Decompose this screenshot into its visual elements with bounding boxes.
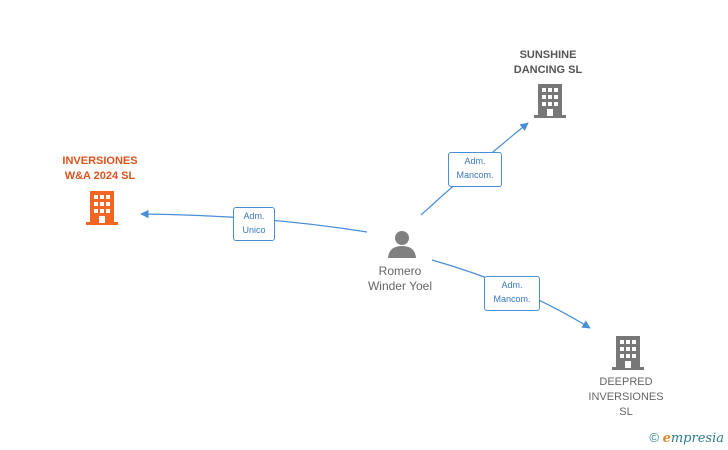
company-name-line: SUNSHINE: [519, 49, 577, 61]
person-icon[interactable]: [387, 229, 417, 259]
building-icon[interactable]: [86, 191, 118, 225]
company-name-line: INVERSIONES: [588, 391, 664, 403]
company-name-line: SL: [619, 406, 633, 418]
company-name-line: DEEPRED: [599, 376, 653, 388]
company-name-line: INVERSIONES: [62, 155, 138, 167]
empresia-logo[interactable]: © empresia: [649, 430, 724, 446]
role-text: Adm.: [464, 156, 486, 166]
company-name-line: W&A 2024 SL: [64, 170, 136, 182]
role-text: Mancom.: [493, 294, 531, 304]
role-text: Adm.: [243, 211, 265, 221]
building-icon[interactable]: [612, 336, 644, 370]
company-name-deepred[interactable]: DEEPRED INVERSIONES SL: [566, 375, 686, 420]
role-badge-adm-unico[interactable]: Adm. Unico: [233, 207, 275, 241]
role-text: Adm.: [501, 280, 523, 290]
company-name-line: DANCING SL: [513, 64, 583, 76]
role-badge-adm-mancom-deepred[interactable]: Adm. Mancom.: [484, 276, 540, 311]
building-icon[interactable]: [534, 84, 566, 118]
company-name-sunshine[interactable]: SUNSHINE DANCING SL: [488, 48, 608, 78]
role-text: Unico: [242, 225, 266, 235]
logo-text: mpresia: [670, 431, 724, 446]
role-badge-adm-mancom-sunshine[interactable]: Adm. Mancom.: [448, 152, 502, 187]
person-name-line: Romero: [378, 264, 422, 278]
copyright-symbol: ©: [649, 430, 659, 445]
logo-initial: e: [662, 431, 671, 446]
company-name-inversiones[interactable]: INVERSIONES W&A 2024 SL: [40, 154, 160, 184]
person-name-line: Winder Yoel: [367, 279, 433, 293]
person-name[interactable]: Romero Winder Yoel: [350, 264, 450, 294]
role-text: Mancom.: [456, 170, 494, 180]
